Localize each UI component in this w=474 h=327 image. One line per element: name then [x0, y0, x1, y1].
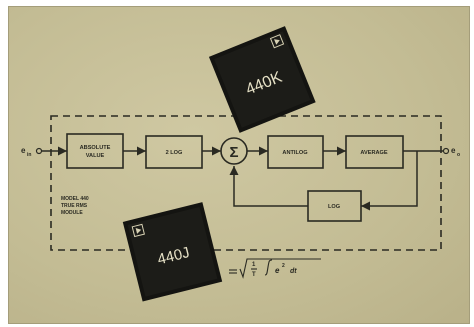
- svg-text:T: T: [252, 272, 256, 278]
- svg-text:Σ: Σ: [229, 144, 238, 161]
- svg-text:MODULE: MODULE: [61, 210, 83, 216]
- svg-text:o: o: [457, 152, 460, 158]
- svg-text:ABSOLUTE: ABSOLUTE: [80, 145, 111, 151]
- average-block: AVERAGE: [346, 136, 403, 168]
- module-label: MODEL 440 TRUE RMS MODULE: [61, 196, 89, 216]
- svg-text:in: in: [27, 152, 31, 158]
- log-feedback-block: LOG: [308, 191, 361, 221]
- log2-block: 2 LOG: [146, 136, 202, 168]
- module-photo: e in e o ABSOLUTE VALUE 2 LOG Σ ANTILOG: [8, 6, 470, 324]
- chip-440k: 440K: [209, 26, 316, 133]
- svg-text:VALUE: VALUE: [86, 153, 105, 159]
- svg-text:LOG: LOG: [328, 204, 340, 210]
- summing-junction: Σ: [221, 138, 247, 164]
- svg-text:dt: dt: [290, 268, 297, 275]
- svg-text:e: e: [21, 146, 26, 155]
- antilog-block: ANTILOG: [268, 136, 323, 168]
- svg-text:e: e: [275, 266, 280, 275]
- svg-text:MODEL 440: MODEL 440: [61, 196, 89, 202]
- svg-text:ANTILOG: ANTILOG: [282, 150, 307, 156]
- svg-text:2: 2: [282, 263, 285, 269]
- rms-formula: 1 T e 2 dt: [229, 259, 321, 278]
- svg-text:AVERAGE: AVERAGE: [360, 150, 388, 156]
- block-diagram: e in e o ABSOLUTE VALUE 2 LOG Σ ANTILOG: [9, 7, 469, 323]
- svg-text:2 LOG: 2 LOG: [166, 150, 183, 156]
- absolute-value-block: ABSOLUTE VALUE: [67, 134, 123, 168]
- chip-440j: 440J: [123, 202, 222, 301]
- svg-text:e: e: [451, 146, 456, 155]
- output-terminal: e o: [444, 146, 461, 158]
- svg-text:TRUE RMS: TRUE RMS: [61, 203, 88, 209]
- svg-text:1: 1: [252, 262, 256, 268]
- input-terminal: e in: [21, 146, 42, 158]
